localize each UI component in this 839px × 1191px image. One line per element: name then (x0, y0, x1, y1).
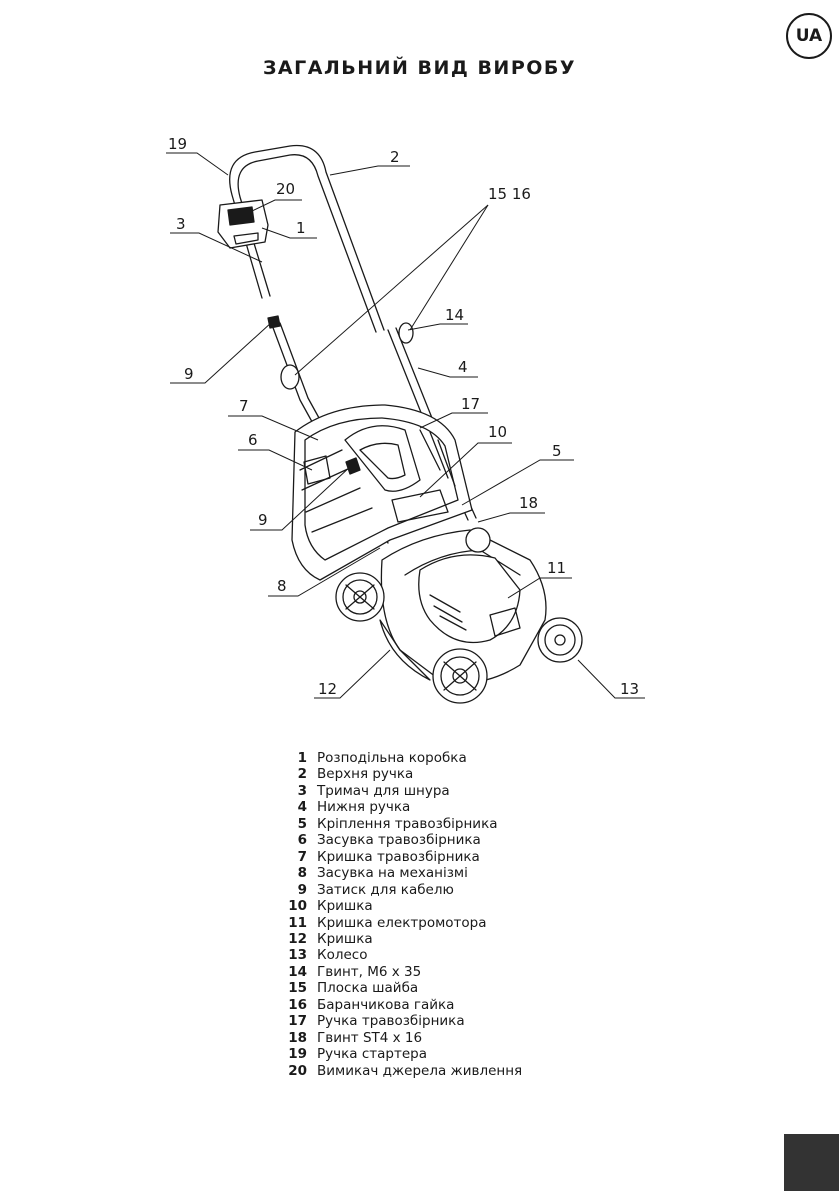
page-edge-tab (784, 1134, 839, 1191)
callout-20: 20 (276, 180, 295, 198)
wheel-left-rear (335, 572, 385, 622)
callout-19: 19 (168, 135, 187, 153)
language-badge: UA (786, 13, 832, 59)
callout-17: 17 (461, 395, 480, 413)
left-knob (280, 364, 300, 390)
mower-diagram: 19 2 20 15 16 3 1 14 9 4 7 17 10 6 5 18 … (166, 135, 645, 704)
cable-clip-upper (267, 315, 281, 329)
right-knob (398, 322, 414, 344)
front-cover (379, 619, 431, 681)
grass-box-handle (344, 425, 421, 492)
callout-2: 2 (390, 148, 400, 166)
leader-lines (166, 152, 645, 699)
callout-5: 5 (552, 442, 562, 460)
callout-9-lower: 9 (258, 511, 268, 529)
page-title: ЗАГАЛЬНИЙ ВИД ВИРОБУ (262, 57, 577, 79)
callout-3: 3 (176, 215, 186, 233)
wheel-right-rear (465, 527, 491, 553)
wheel-right-front (537, 617, 583, 663)
upper-handle (229, 144, 385, 331)
callout-15-16: 15 16 (488, 185, 531, 203)
callout-11: 11 (547, 559, 566, 577)
grass-box-latch (303, 455, 331, 485)
callout-1: 1 (296, 219, 306, 237)
motor-cover (418, 554, 521, 644)
callout-labels: 19 2 20 15 16 3 1 14 9 4 7 17 10 6 5 18 … (168, 135, 639, 698)
callout-8: 8 (277, 577, 287, 595)
callout-7: 7 (239, 397, 249, 415)
callout-18: 18 (519, 494, 538, 512)
callout-14: 14 (445, 306, 464, 324)
callout-4: 4 (458, 358, 468, 376)
callout-12: 12 (318, 680, 337, 698)
callout-10: 10 (488, 423, 507, 441)
callout-13: 13 (620, 680, 639, 698)
cable-clip-lower (345, 457, 361, 475)
wheel-left-front (432, 648, 488, 704)
callout-6: 6 (248, 431, 258, 449)
callout-9-upper: 9 (184, 365, 194, 383)
mower-drawing (217, 144, 583, 704)
